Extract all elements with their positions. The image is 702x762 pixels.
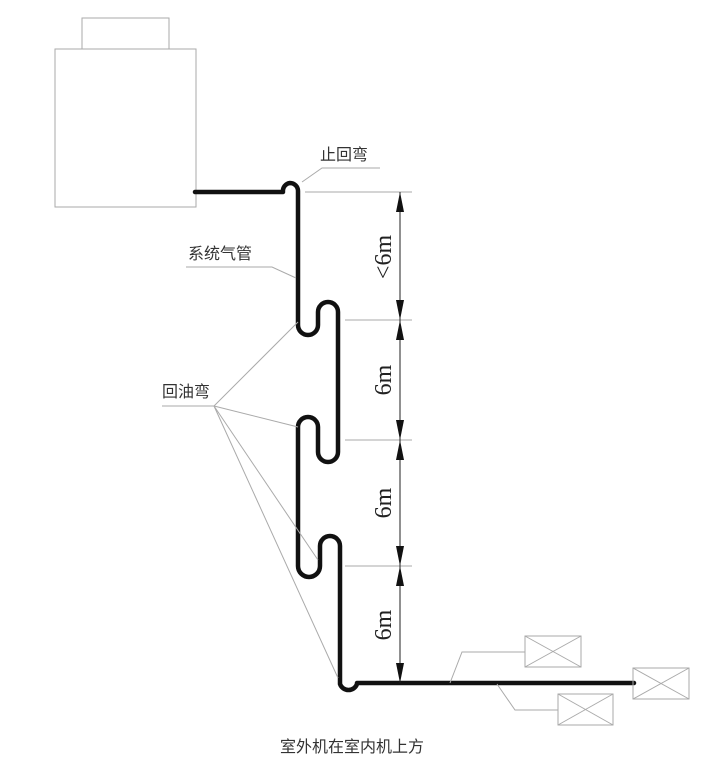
- indoor-unit: [557, 693, 614, 726]
- dimension-label: <6m: [371, 235, 397, 280]
- dimension-label: 6m: [371, 364, 397, 395]
- check-bend-leader: [301, 167, 380, 183]
- gas-pipe-label: 系统气管: [188, 244, 252, 263]
- dimension-lines: [305, 191, 412, 683]
- oil-return-bend-label: 回油弯: [162, 382, 210, 401]
- gas-pipe-leader: [186, 266, 297, 279]
- dimension-label: 6m: [371, 487, 397, 518]
- dimension-label: 6m: [371, 609, 397, 640]
- oil-return-leaders: [162, 321, 339, 679]
- indoor-unit: [524, 635, 582, 668]
- indoor-unit: [632, 667, 690, 700]
- diagram-caption: 室外机在室内机上方: [280, 737, 424, 756]
- outdoor-unit: [54, 17, 197, 208]
- indoor-branch-leader: [449, 651, 525, 684]
- indoor-branch-leader: [496, 683, 558, 711]
- system-gas-pipe: [192, 180, 637, 693]
- check-bend-label: 止回弯: [320, 145, 368, 164]
